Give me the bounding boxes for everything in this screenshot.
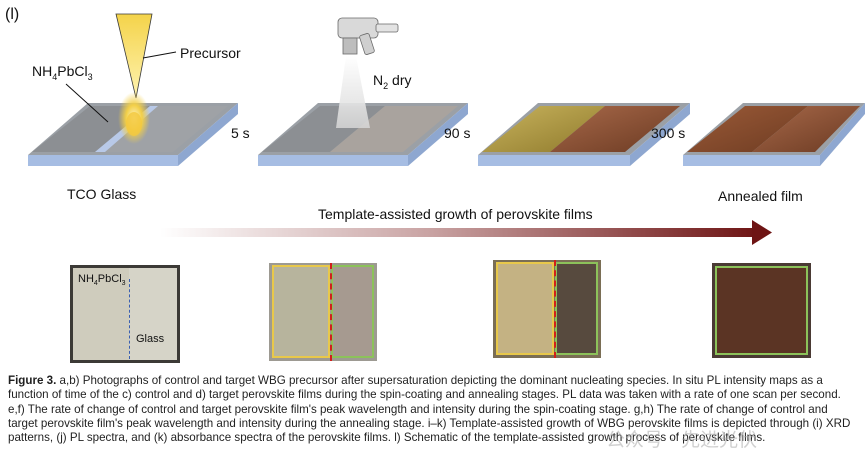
time-label-5s: 5 s [231,125,250,141]
growth-label: Template-assisted growth of perovskite f… [318,206,593,222]
photo-film-2 [269,263,377,361]
time-label-300s: 300 s [651,125,686,141]
growth-arrow [160,220,772,245]
panel-label: (l) [5,6,20,23]
caption-text: a,b) Photographs of control and target W… [8,374,851,445]
tco-glass-label: TCO Glass [67,186,137,202]
stage-2-substrate [258,103,468,166]
figure-caption: Figure 3. a,b) Photographs of control an… [8,374,860,445]
photo-control-precursor: NH4PbCl3 Glass [70,265,180,363]
watermark: 公众号 · 先进光伏 [606,429,758,451]
schematic-diagram [28,13,865,245]
precursor-label: Precursor [180,45,241,61]
photo-film-3 [493,260,601,358]
figure-label: Figure 3. [8,374,57,387]
nh4pbcl3-label: NH4PbCl3 [32,63,93,82]
time-label-90s: 90 s [444,125,471,141]
annealed-film-label: Annealed film [718,188,803,204]
photo-film-annealed [712,263,811,358]
nitrogen-gun-icon [336,17,399,128]
stage-3-substrate [478,103,690,166]
n2-dry-label: N2 dry [373,72,412,91]
precursor-pipette [65,13,177,144]
photo-glass-label: Glass [136,333,165,345]
stage-4-substrate [683,103,865,166]
photo-nh4pbcl3-label: NH4PbCl3 [78,273,126,288]
